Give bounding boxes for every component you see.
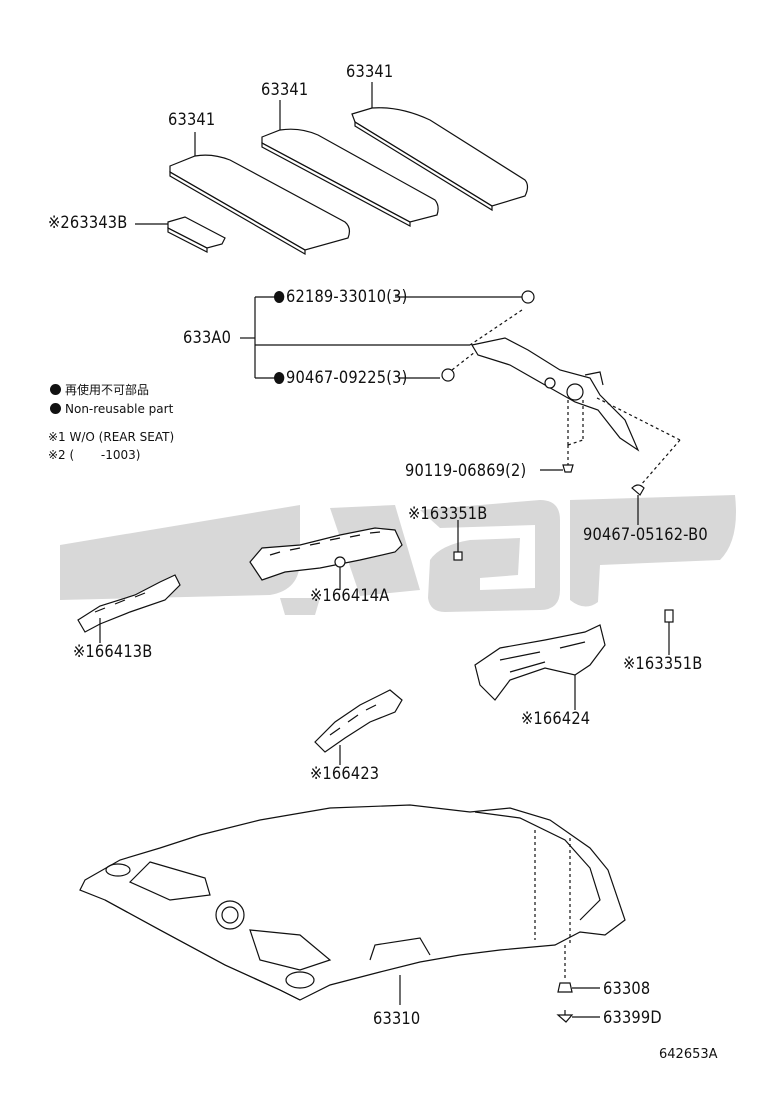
label-63343b: ※263343B: [48, 213, 128, 233]
label-63351b-upper: ※163351B: [408, 504, 488, 524]
figure-code: 642653A: [659, 1047, 718, 1062]
label-63341-rear: 63341: [346, 62, 394, 82]
legend-jp-text: 再使用不可部品: [65, 383, 150, 397]
non-reusable-dot-icon: [50, 403, 61, 414]
label-62189-33010: 62189-33010(3): [274, 289, 407, 306]
legend-jp: 再使用不可部品: [50, 384, 149, 396]
label-63399d: 63399D: [603, 1008, 662, 1028]
label-63341-middle: 63341: [261, 80, 309, 100]
label-66414a: ※166414A: [310, 586, 390, 606]
legend-en: Non-reusable part: [50, 403, 173, 415]
legend-en-text: Non-reusable part: [65, 402, 174, 416]
label-63351b-lower: ※163351B: [623, 654, 703, 674]
label-90467-09225: 90467-09225(3): [274, 370, 407, 387]
label-66424: ※166424: [521, 709, 591, 729]
note-1: ※1 W/O (REAR SEAT): [48, 430, 175, 444]
label-633a0: 633A0: [183, 328, 232, 348]
linework: [77, 82, 681, 1023]
non-reusable-dot-icon: [50, 384, 61, 395]
label-63341-front: 63341: [168, 110, 216, 130]
label-90467-05162-b0: 90467-05162-B0: [583, 525, 708, 545]
label-90119-06869: 90119-06869(2): [405, 461, 527, 481]
label-66423: ※166423: [310, 764, 380, 784]
watermark-logo: [60, 495, 736, 615]
label-63310: 63310: [373, 1009, 421, 1029]
label-66413b: ※166413B: [73, 642, 153, 662]
label-63308: 63308: [603, 979, 651, 999]
note-2: ※2 ( -1003): [48, 448, 141, 462]
